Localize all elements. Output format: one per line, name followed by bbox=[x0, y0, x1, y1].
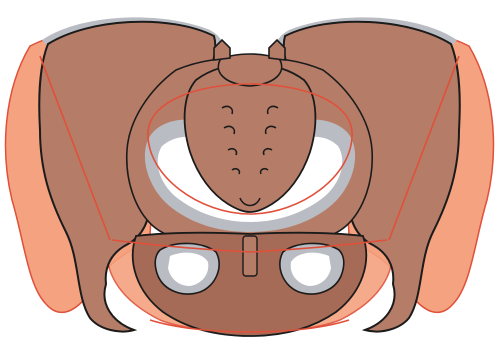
pubic-symphysis bbox=[243, 236, 257, 276]
